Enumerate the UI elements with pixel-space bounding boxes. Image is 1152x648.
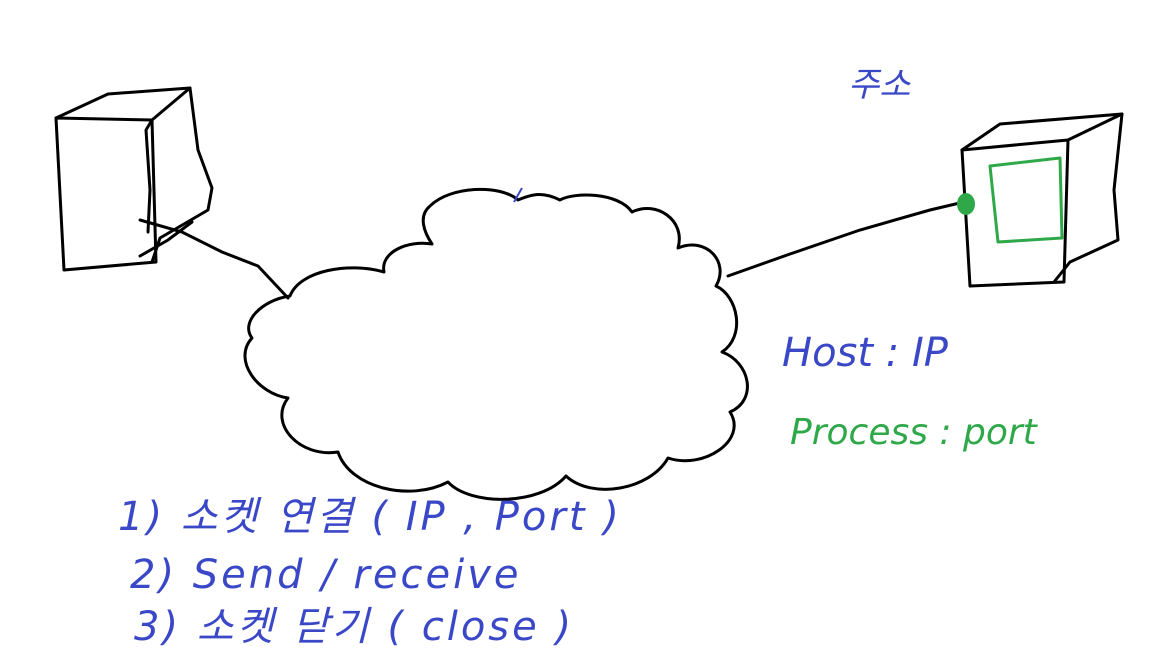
client-computer (54, 86, 214, 272)
server-computer (960, 112, 1124, 288)
internet-cloud (243, 187, 749, 501)
client-computer-side (150, 86, 214, 264)
port-dot (957, 193, 975, 215)
address-label: 주소 (848, 65, 911, 105)
step-2: 2) Send / receive (130, 552, 521, 598)
client-link-line (138, 218, 290, 300)
client-computer-front (54, 116, 158, 272)
process-port-label: Process : port (790, 412, 1039, 453)
server-link-line (726, 200, 966, 278)
process-window (988, 156, 1064, 244)
client-computer-side-crease (144, 118, 154, 234)
server-computer-front (960, 138, 1070, 288)
step-1: 1) 소켓 연결 ( IP , Port ) (118, 494, 622, 540)
cloud-notch (513, 187, 523, 203)
client-computer-top (54, 86, 192, 122)
server-computer-side (1052, 112, 1124, 284)
host-ip-label: Host : IP (782, 330, 949, 376)
client-link-stub (138, 220, 194, 258)
step-3: 3) 소켓 닫기 ( close ) (134, 604, 574, 648)
server-computer-top (960, 112, 1124, 152)
